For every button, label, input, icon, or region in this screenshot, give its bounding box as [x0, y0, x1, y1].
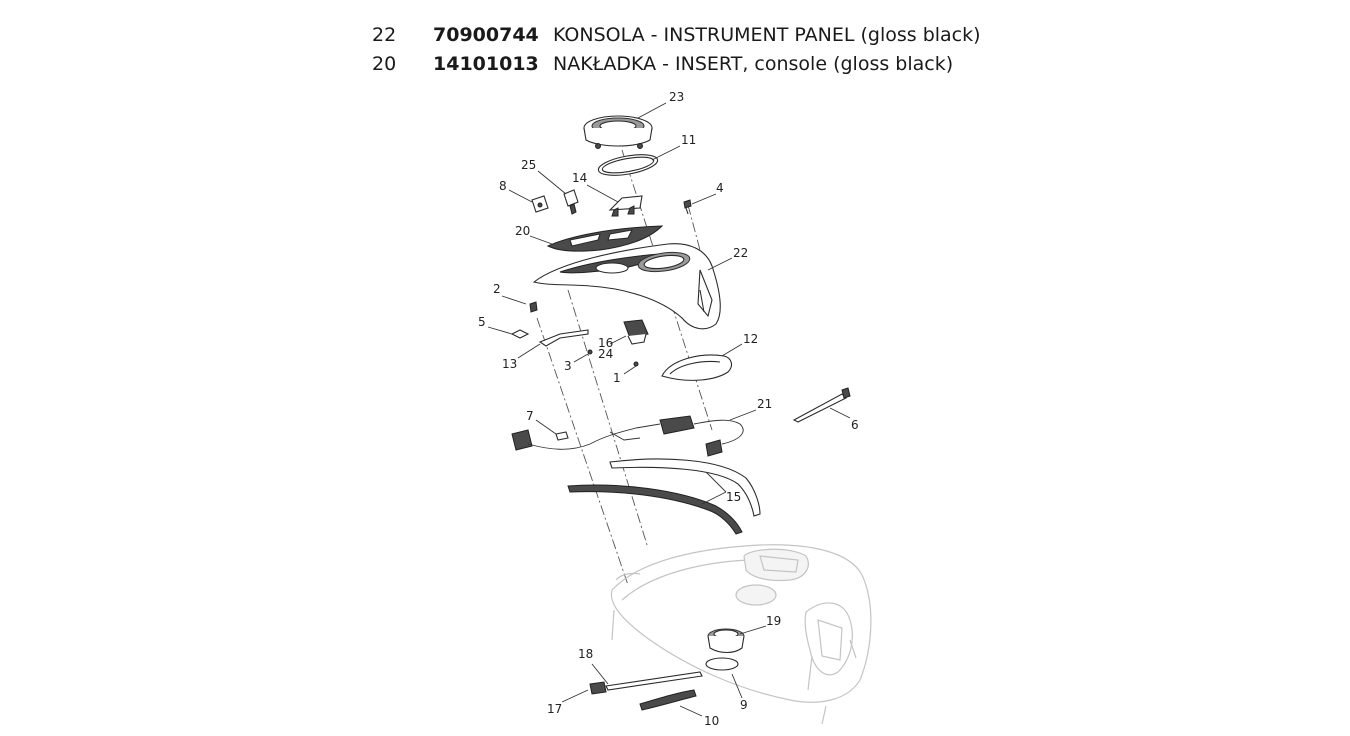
- console-insert-part: [546, 225, 664, 252]
- callout-12: 12: [743, 332, 758, 346]
- callout-17: 17: [547, 702, 562, 716]
- trim-strip-parts: [567, 458, 761, 535]
- callout-10: 10: [704, 714, 719, 728]
- callout-2: 2: [493, 282, 501, 296]
- part-number: 14101013: [433, 53, 539, 75]
- console-panel-part: [532, 243, 721, 330]
- gauge-gasket-part: [597, 154, 659, 176]
- screw-part: [683, 199, 692, 215]
- callout-6: 6: [851, 418, 859, 432]
- wiring-harness-part: [511, 415, 744, 457]
- parts-row: 22 70900744 KONSOLA - INSTRUMENT PANEL (…: [372, 22, 1072, 51]
- connector-block-part: [623, 319, 649, 345]
- filler-cap-part: [705, 628, 745, 671]
- part-description: NAKŁADKA - INSERT, console (gloss black): [553, 53, 954, 75]
- drain-hose-parts: [589, 671, 703, 711]
- row-ref-number: 22: [372, 24, 397, 46]
- callout-7: 7: [526, 409, 534, 423]
- callout-21: 21: [757, 397, 772, 411]
- callout-11: 11: [681, 133, 696, 147]
- callout-9: 9: [740, 698, 748, 712]
- callout-16: 16: [598, 336, 613, 350]
- callout-15: 15: [726, 490, 741, 504]
- callout-23: 23: [669, 90, 684, 104]
- cable-tie-part: [792, 387, 851, 423]
- callout-24: 24: [598, 347, 613, 361]
- callout-4: 4: [716, 181, 724, 195]
- callout-13: 13: [502, 357, 517, 371]
- part-number: 70900744: [433, 24, 539, 46]
- callout-19: 19: [766, 614, 781, 628]
- bezel-clip-part: [608, 195, 643, 217]
- lower-cover-part: [661, 354, 733, 381]
- callout-22: 22: [733, 246, 748, 260]
- callout-labels: 23 11 25 8 14 4 20 22 2 5 12 16 13 3 24 …: [478, 90, 859, 728]
- callout-18: 18: [578, 647, 593, 661]
- fuel-tank-ghost: [610, 544, 872, 725]
- part-description: KONSOLA - INSTRUMENT PANEL (gloss black): [553, 24, 981, 46]
- instrument-gauge-part: [583, 115, 653, 149]
- callout-14: 14: [572, 171, 587, 185]
- callout-25: 25: [521, 158, 536, 172]
- callout-3: 3: [564, 359, 572, 373]
- switch-parts: [531, 189, 579, 215]
- callout-leader-lines: [487, 102, 851, 717]
- callout-8: 8: [499, 179, 507, 193]
- callout-20: 20: [515, 224, 530, 238]
- row-ref-number: 20: [372, 53, 397, 75]
- bracket-fastener-parts: [510, 301, 639, 367]
- parts-row: 20 14101013 NAKŁADKA - INSERT, console (…: [372, 51, 1072, 80]
- callout-5: 5: [478, 315, 486, 329]
- callout-1: 1: [613, 371, 621, 385]
- parts-table: 22 70900744 KONSOLA - INSTRUMENT PANEL (…: [372, 22, 1072, 80]
